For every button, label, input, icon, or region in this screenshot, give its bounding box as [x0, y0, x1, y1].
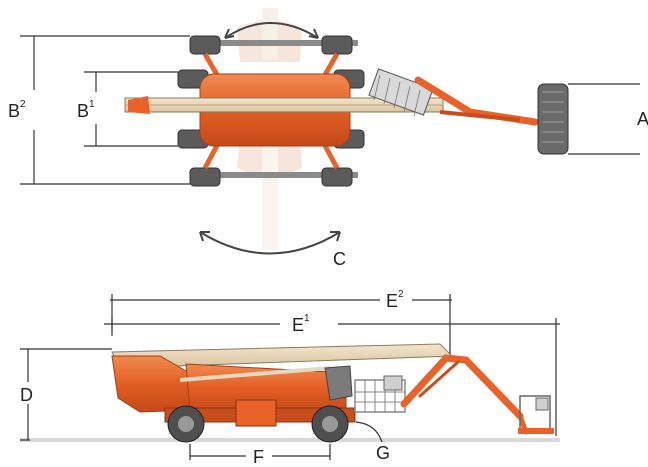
dimension-lines-side [20, 294, 560, 460]
label-F: F [253, 447, 264, 467]
front-axle [198, 40, 358, 46]
label-B2: B2 [8, 99, 26, 121]
rotation-arrow-top [224, 22, 319, 39]
dimension-lines-top [20, 35, 640, 185]
platform-end [537, 83, 569, 155]
platform-top-view [368, 68, 434, 117]
label-C: C [333, 249, 346, 269]
side-view [20, 294, 560, 460]
label-B1: B1 [77, 99, 95, 121]
label-A: A [637, 109, 648, 129]
label-E1: E1 [292, 313, 310, 335]
jib-arm [414, 76, 539, 126]
wheels-side [167, 405, 349, 443]
counterweight [128, 96, 150, 114]
rotation-arrow-bottom [199, 231, 341, 255]
platform-basket-side [354, 375, 406, 413]
jib-arm-side [400, 354, 529, 435]
turret-rotation-ghost [237, 8, 302, 250]
top-view [20, 8, 640, 255]
rear-axle [198, 172, 358, 178]
label-E2: E2 [386, 289, 404, 311]
label-D: D [20, 385, 33, 405]
end-basket-side [518, 395, 554, 434]
label-G: G [376, 443, 391, 463]
